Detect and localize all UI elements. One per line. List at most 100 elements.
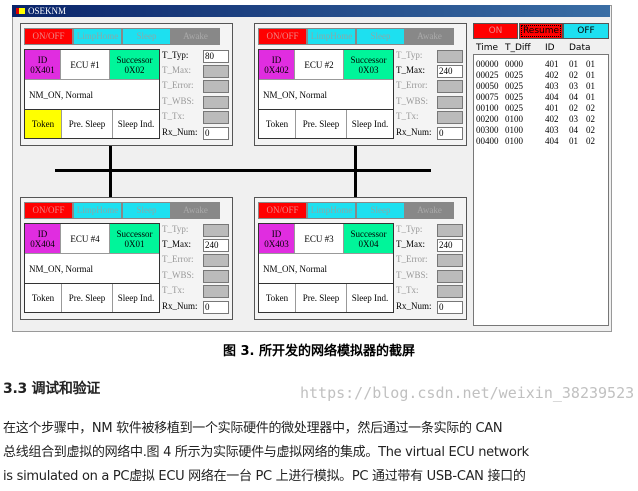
rx_num-field[interactable]: 0 [437,301,463,314]
log-cell: 0025 [505,70,523,80]
log-cell: 00025 [476,70,499,80]
log-cell: 02 [586,103,595,113]
awake-button[interactable]: Awake [405,202,454,219]
rx_num-field[interactable]: 0 [203,127,229,140]
t_tx-field[interactable] [437,285,463,298]
paragraph-line: 总线组合到虚拟的网络中.图 4 所示为实际硬件与虚拟网络的集成。The virt… [3,445,529,460]
paragraph-line: 在这个步骤中，NM 软件被移植到一个实际硬件的微处理器中，然后通过一条实际的 C… [3,421,503,436]
t_wbs-field[interactable] [437,270,463,283]
presleep-indicator: Pre. Sleep [296,284,347,312]
section-heading: 3.3 调试和验证 [3,381,100,397]
bus-stub [109,145,112,198]
t_typ-field[interactable] [437,224,463,237]
log-cell: 401 [545,59,559,69]
t_max-field[interactable]: 240 [203,239,229,252]
log-cell: 00300 [476,125,499,135]
log-cell: 403 [545,125,559,135]
ecu-name: ECU #4 [61,224,110,254]
t_wbs-label: T_WBS: [162,270,195,280]
limphome-button[interactable]: LimpHome [73,28,122,45]
log-cell: 02 [586,114,595,124]
log-cell: 404 [545,136,559,146]
sleep-button[interactable]: Sleep [122,28,171,45]
limphome-button[interactable]: LimpHome [73,202,122,219]
rx_num-field[interactable]: 0 [437,127,463,140]
onoff-button[interactable]: ON/OFF [258,28,307,45]
id-label: ID [37,54,48,65]
successor-value: 0X03 [358,64,379,75]
presleep-indicator: Pre. Sleep [62,110,113,138]
log-cell: 0100 [505,136,523,146]
log-cell: 403 [545,81,559,91]
t_typ-field[interactable] [437,50,463,63]
log-cell: 0000 [505,59,523,69]
t_max-field[interactable]: 240 [437,65,463,78]
t_error-field[interactable] [203,254,229,267]
log-cell: 0025 [505,103,523,113]
t_tx-field[interactable] [437,111,463,124]
can-bus-line [55,169,431,172]
t_typ-field[interactable]: 80 [203,50,229,63]
sleepind-indicator: Sleep Ind. [117,119,155,129]
token-indicator: Token [25,284,62,312]
t_typ-field[interactable] [203,224,229,237]
log-cell: 404 [545,92,559,102]
ecu-name: ECU #1 [61,50,110,80]
limphome-button[interactable]: LimpHome [307,28,356,45]
log-cell: 00400 [476,136,499,146]
t_wbs-field[interactable] [203,96,229,109]
t_wbs-field[interactable] [437,96,463,109]
t_error-field[interactable] [203,80,229,93]
log-cell: 02 [586,125,595,135]
monitor-on-button[interactable]: ON [473,23,518,39]
t_error-field[interactable] [437,254,463,267]
log-cell: 402 [545,114,559,124]
rx_num-label: Rx_Num: [162,127,198,137]
sleep-button[interactable]: Sleep [356,202,405,219]
awake-button[interactable]: Awake [171,28,220,45]
log-cell: 0025 [505,81,523,91]
sleep-button[interactable]: Sleep [122,202,171,219]
t_error-field[interactable] [437,80,463,93]
t_error-label: T_Error: [396,80,428,90]
token-indicator: Token [25,110,62,138]
t_max-label: T_Max: [162,65,191,75]
rx_num-field[interactable]: 0 [203,301,229,314]
limphome-button[interactable]: LimpHome [307,202,356,219]
log-cell: 01 [586,81,595,91]
col-tdiff: T_Diff [505,43,531,53]
log-cell: 01 [569,136,578,146]
id-label: ID [271,54,282,65]
log-cell: 01 [586,92,595,102]
onoff-button[interactable]: ON/OFF [258,202,307,219]
sleep-button[interactable]: Sleep [356,28,405,45]
onoff-button[interactable]: ON/OFF [24,28,73,45]
monitor-resume-button[interactable]: Resume [519,23,563,39]
t_tx-field[interactable] [203,111,229,124]
onoff-button[interactable]: ON/OFF [24,202,73,219]
monitor-off-button[interactable]: OFF [563,23,609,39]
successor-label: Successor [350,228,387,239]
id-value: 0X402 [264,64,289,75]
awake-button[interactable]: Awake [405,28,454,45]
nm-status: NM_ON, Normal [25,254,159,284]
t_max-field[interactable]: 240 [437,239,463,252]
t_error-label: T_Error: [162,254,194,264]
watermark: https://blog.csdn.net/weixin_38239523 [300,384,635,402]
sleepind-indicator: Sleep Ind. [351,293,389,303]
t_wbs-field[interactable] [203,270,229,283]
t_max-field[interactable] [203,65,229,78]
awake-button[interactable]: Awake [171,202,220,219]
t_tx-field[interactable] [203,285,229,298]
rx_num-label: Rx_Num: [396,127,432,137]
t_wbs-label: T_WBS: [162,96,195,106]
